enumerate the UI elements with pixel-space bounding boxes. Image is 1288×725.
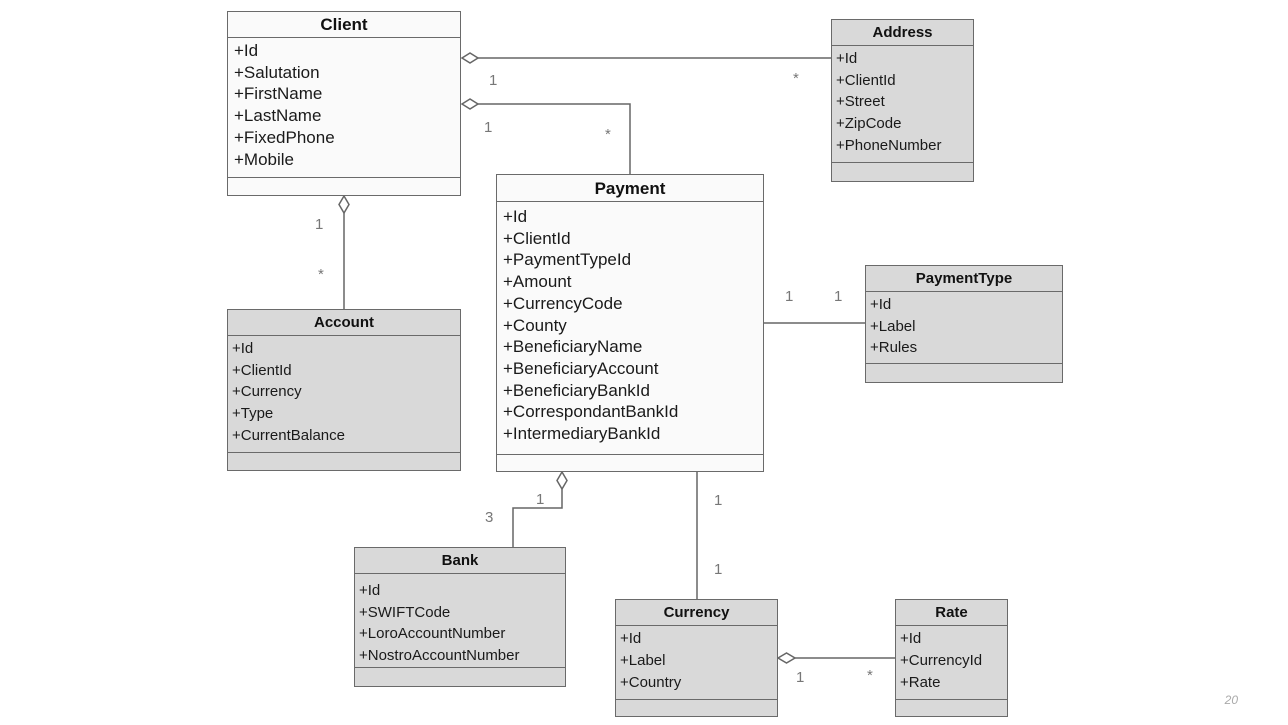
multiplicity-label: 1	[489, 72, 498, 89]
attribute: +Rules	[870, 339, 918, 357]
multiplicity-label: *	[867, 667, 873, 684]
attribute: +PaymentTypeId	[503, 250, 632, 270]
multiplicity-label: 1	[834, 288, 843, 305]
attribute: +Country	[620, 674, 682, 691]
address-class-name: Address	[832, 20, 973, 46]
page-number: 20	[1224, 693, 1238, 707]
attribute: +Id	[836, 50, 858, 67]
attribute: +BeneficiaryAccount	[503, 358, 659, 378]
attribute: +SWIFTCode	[359, 603, 451, 621]
attribute: +Id	[503, 207, 528, 226]
attribute: +ClientId	[503, 228, 571, 248]
attribute: +Type	[232, 405, 274, 423]
multiplicity-label: 1	[315, 216, 324, 233]
bank-class-name: Bank	[355, 548, 565, 574]
client-class-name: Client	[228, 12, 460, 38]
payment-bank-line	[512, 489, 563, 547]
rate-class-name: Rate	[896, 600, 1007, 626]
attribute: +ZipCode	[836, 115, 902, 133]
attribute: +LastName	[234, 106, 322, 126]
payment-attributes: +Id +ClientId +PaymentTypeId +Amount +Cu…	[497, 202, 763, 455]
attribute: +Currency	[232, 383, 302, 401]
multiplicity-label: *	[318, 266, 324, 283]
attribute: +Mobile	[234, 149, 295, 169]
client-attributes: +Id +Salutation +FirstName +LastName +Fi…	[228, 38, 460, 178]
account-class-name: Account	[228, 310, 460, 336]
attribute: +BeneficiaryBankId	[503, 380, 650, 400]
attribute: +CurrentBalance	[232, 426, 345, 444]
attribute: +Label	[870, 317, 916, 335]
attribute: +Id	[900, 630, 922, 647]
attribute: +ClientId	[232, 361, 292, 379]
payment-class-name: Payment	[497, 175, 763, 202]
client-payment-line	[478, 103, 631, 174]
attribute: +CurrencyCode	[503, 293, 623, 313]
currency-class: Currency +Id +Label +Country	[615, 599, 778, 717]
attribute: +County	[503, 315, 567, 335]
rate-attributes: +Id +CurrencyId +Rate	[896, 626, 1007, 700]
address-class: Address +Id +ClientId +Street +ZipCode +…	[831, 19, 974, 182]
attribute: +NostroAccountNumber	[359, 647, 520, 665]
paymenttype-attributes: +Id +Label +Rules	[866, 292, 1062, 364]
payment-bank-aggregation-diamond	[556, 470, 568, 491]
multiplicity-label: 3	[485, 509, 494, 526]
attribute: +FixedPhone	[234, 127, 335, 147]
currency-rate-aggregation-diamond	[776, 652, 797, 664]
attribute: +Id	[620, 630, 642, 647]
attribute: +Amount	[503, 272, 572, 292]
attribute: +Salutation	[234, 62, 320, 82]
client-address-aggregation-diamond	[460, 52, 480, 64]
attribute: +CorrespondantBankId	[503, 402, 679, 422]
attribute: +Rate	[900, 674, 941, 691]
attribute: +IntermediaryBankId	[503, 424, 661, 444]
attribute: +Id	[870, 296, 892, 313]
attribute: +CurrencyId	[900, 652, 983, 669]
attribute: +LoroAccountNumber	[359, 625, 506, 643]
client-account-aggregation-diamond	[338, 194, 350, 215]
currency-attributes: +Id +Label +Country	[616, 626, 777, 700]
attribute: +Label	[620, 652, 666, 669]
paymenttype-class-name: PaymentType	[866, 266, 1062, 292]
attribute: +FirstName	[234, 84, 323, 104]
bank-attributes: +Id +SWIFTCode +LoroAccountNumber +Nostr…	[355, 574, 565, 668]
multiplicity-label: 1	[484, 119, 493, 136]
attribute: +ClientId	[836, 71, 896, 89]
rate-class: Rate +Id +CurrencyId +Rate	[895, 599, 1008, 717]
currency-class-name: Currency	[616, 600, 777, 626]
attribute: +PhoneNumber	[836, 136, 942, 154]
account-class: Account +Id +ClientId +Currency +Type +C…	[227, 309, 461, 471]
multiplicity-label: *	[793, 70, 799, 87]
attribute: +Id	[359, 582, 381, 599]
multiplicity-label: *	[605, 126, 611, 143]
multiplicity-label: 1	[796, 669, 805, 686]
multiplicity-label: 1	[536, 491, 545, 508]
client-class: Client +Id +Salutation +FirstName +LastN…	[227, 11, 461, 196]
paymenttype-class: PaymentType +Id +Label +Rules	[865, 265, 1063, 383]
multiplicity-label: 1	[714, 492, 723, 509]
client-payment-aggregation-diamond	[460, 98, 480, 110]
attribute: +BeneficiaryName	[503, 337, 643, 357]
attribute: +Id	[234, 41, 259, 60]
account-attributes: +Id +ClientId +Currency +Type +CurrentBa…	[228, 336, 460, 453]
address-attributes: +Id +ClientId +Street +ZipCode +PhoneNum…	[832, 46, 973, 163]
multiplicity-label: 1	[714, 561, 723, 578]
attribute: +Id	[232, 340, 254, 357]
attribute: +Street	[836, 93, 885, 111]
payment-class: Payment +Id +ClientId +PaymentTypeId +Am…	[496, 174, 764, 472]
bank-class: Bank +Id +SWIFTCode +LoroAccountNumber +…	[354, 547, 566, 687]
multiplicity-label: 1	[785, 288, 794, 305]
